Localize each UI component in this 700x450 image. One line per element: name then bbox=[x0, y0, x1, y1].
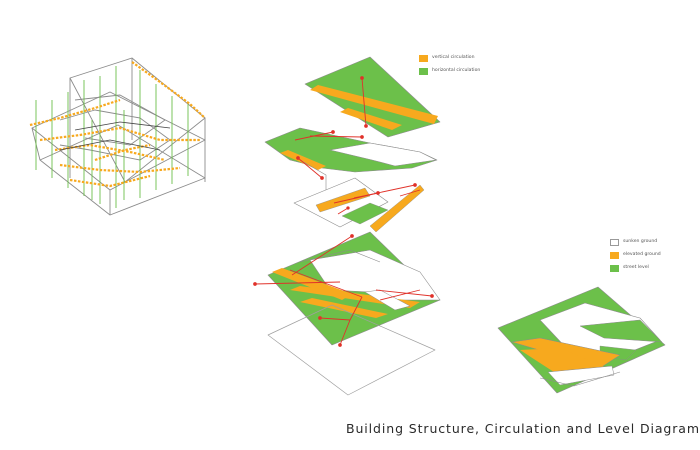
legend-swatch-orange bbox=[419, 54, 428, 62]
legend-swatch-white bbox=[610, 238, 619, 246]
circulation-paths bbox=[253, 76, 434, 347]
level-ground bbox=[267, 231, 441, 346]
legend-item-vertical-circulation: vertical circulation bbox=[419, 54, 480, 62]
legend-swatch-green bbox=[610, 264, 619, 272]
structure-axonometric bbox=[29, 57, 206, 216]
level-legend: sunken ground elevated ground street lev… bbox=[610, 238, 661, 277]
circulation-exploded-axonometric bbox=[253, 56, 441, 396]
level-roof bbox=[304, 56, 441, 138]
legend-item-elevated-ground: elevated ground bbox=[610, 251, 661, 259]
figure-caption: Building Structure, Circulation and Leve… bbox=[346, 421, 700, 436]
legend-item-sunken-ground: sunken ground bbox=[610, 238, 661, 246]
level-basement-outline bbox=[267, 304, 436, 396]
legend-item-street-level: street level bbox=[610, 264, 661, 272]
legend-label: street level bbox=[623, 264, 649, 270]
level-middle bbox=[293, 177, 425, 233]
legend-swatch-orange bbox=[610, 251, 619, 259]
legend-item-horizontal-circulation: horizontal circulation bbox=[419, 67, 480, 75]
circulation-legend: vertical circulation horizontal circulat… bbox=[419, 54, 480, 80]
level-plan-diagram bbox=[497, 286, 666, 394]
legend-label: elevated ground bbox=[623, 251, 661, 257]
legend-label: sunken ground bbox=[623, 238, 658, 244]
legend-label: horizontal circulation bbox=[432, 67, 481, 73]
level-upper bbox=[264, 127, 438, 201]
legend-swatch-green bbox=[419, 67, 428, 75]
legend-label: vertical circulation bbox=[432, 54, 475, 60]
